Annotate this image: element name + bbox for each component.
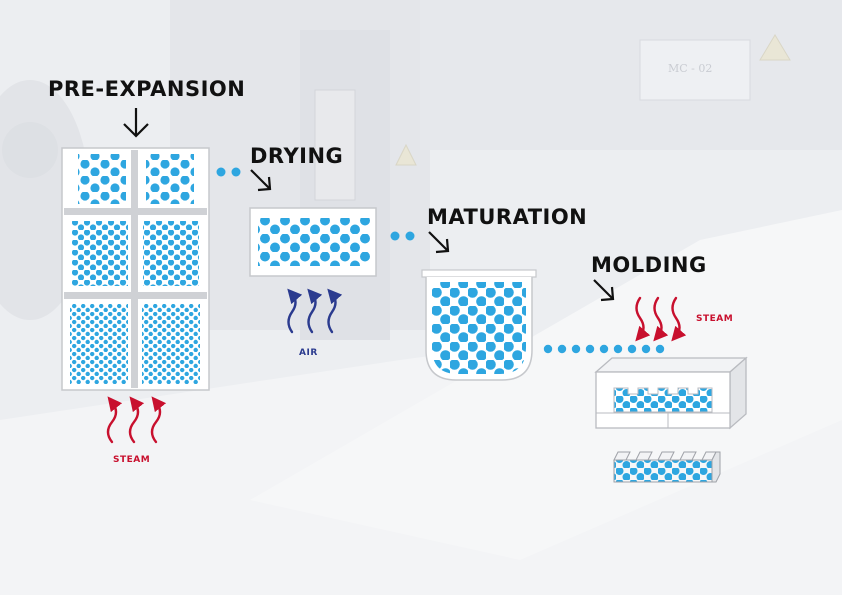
beads-drying: [258, 218, 370, 266]
beads-maturation: [432, 282, 526, 374]
maturation-silo: [421, 269, 537, 381]
steam-arrows-bottom-icon: [106, 396, 167, 444]
beads-small-right: [142, 304, 200, 384]
label-molding: MOLDING: [591, 253, 707, 277]
label-pre-expansion: PRE-EXPANSION: [48, 77, 245, 101]
molded-part: [613, 451, 721, 483]
mold-block: [594, 356, 748, 430]
arrow-drying-icon: [250, 169, 272, 192]
connector-dots-1: [216, 167, 241, 177]
beads-small-left: [70, 304, 128, 384]
beads-large-left: [78, 154, 126, 204]
steam-arrows-molding-icon: [635, 296, 687, 342]
arrow-maturation-icon: [428, 231, 450, 254]
connector-dots-2: [390, 231, 415, 241]
label-steam-molding: STEAM: [696, 314, 733, 324]
label-maturation: MATURATION: [427, 205, 587, 229]
arrow-molding-icon: [593, 279, 615, 302]
beads-large-right: [146, 154, 194, 204]
label-steam-bottom: STEAM: [113, 455, 150, 465]
arrow-pre-expansion-icon: [123, 108, 149, 138]
dryer-box: [249, 207, 377, 277]
beads-in-mold: [613, 387, 713, 413]
background-sign: MC - 02: [668, 62, 712, 75]
air-arrows-icon: [287, 288, 343, 334]
label-air: AIR: [299, 348, 318, 358]
pre-expander-box: [61, 147, 210, 391]
label-drying: DRYING: [250, 144, 343, 168]
beads-medium-left: [72, 221, 128, 286]
beads-medium-right: [143, 221, 199, 286]
